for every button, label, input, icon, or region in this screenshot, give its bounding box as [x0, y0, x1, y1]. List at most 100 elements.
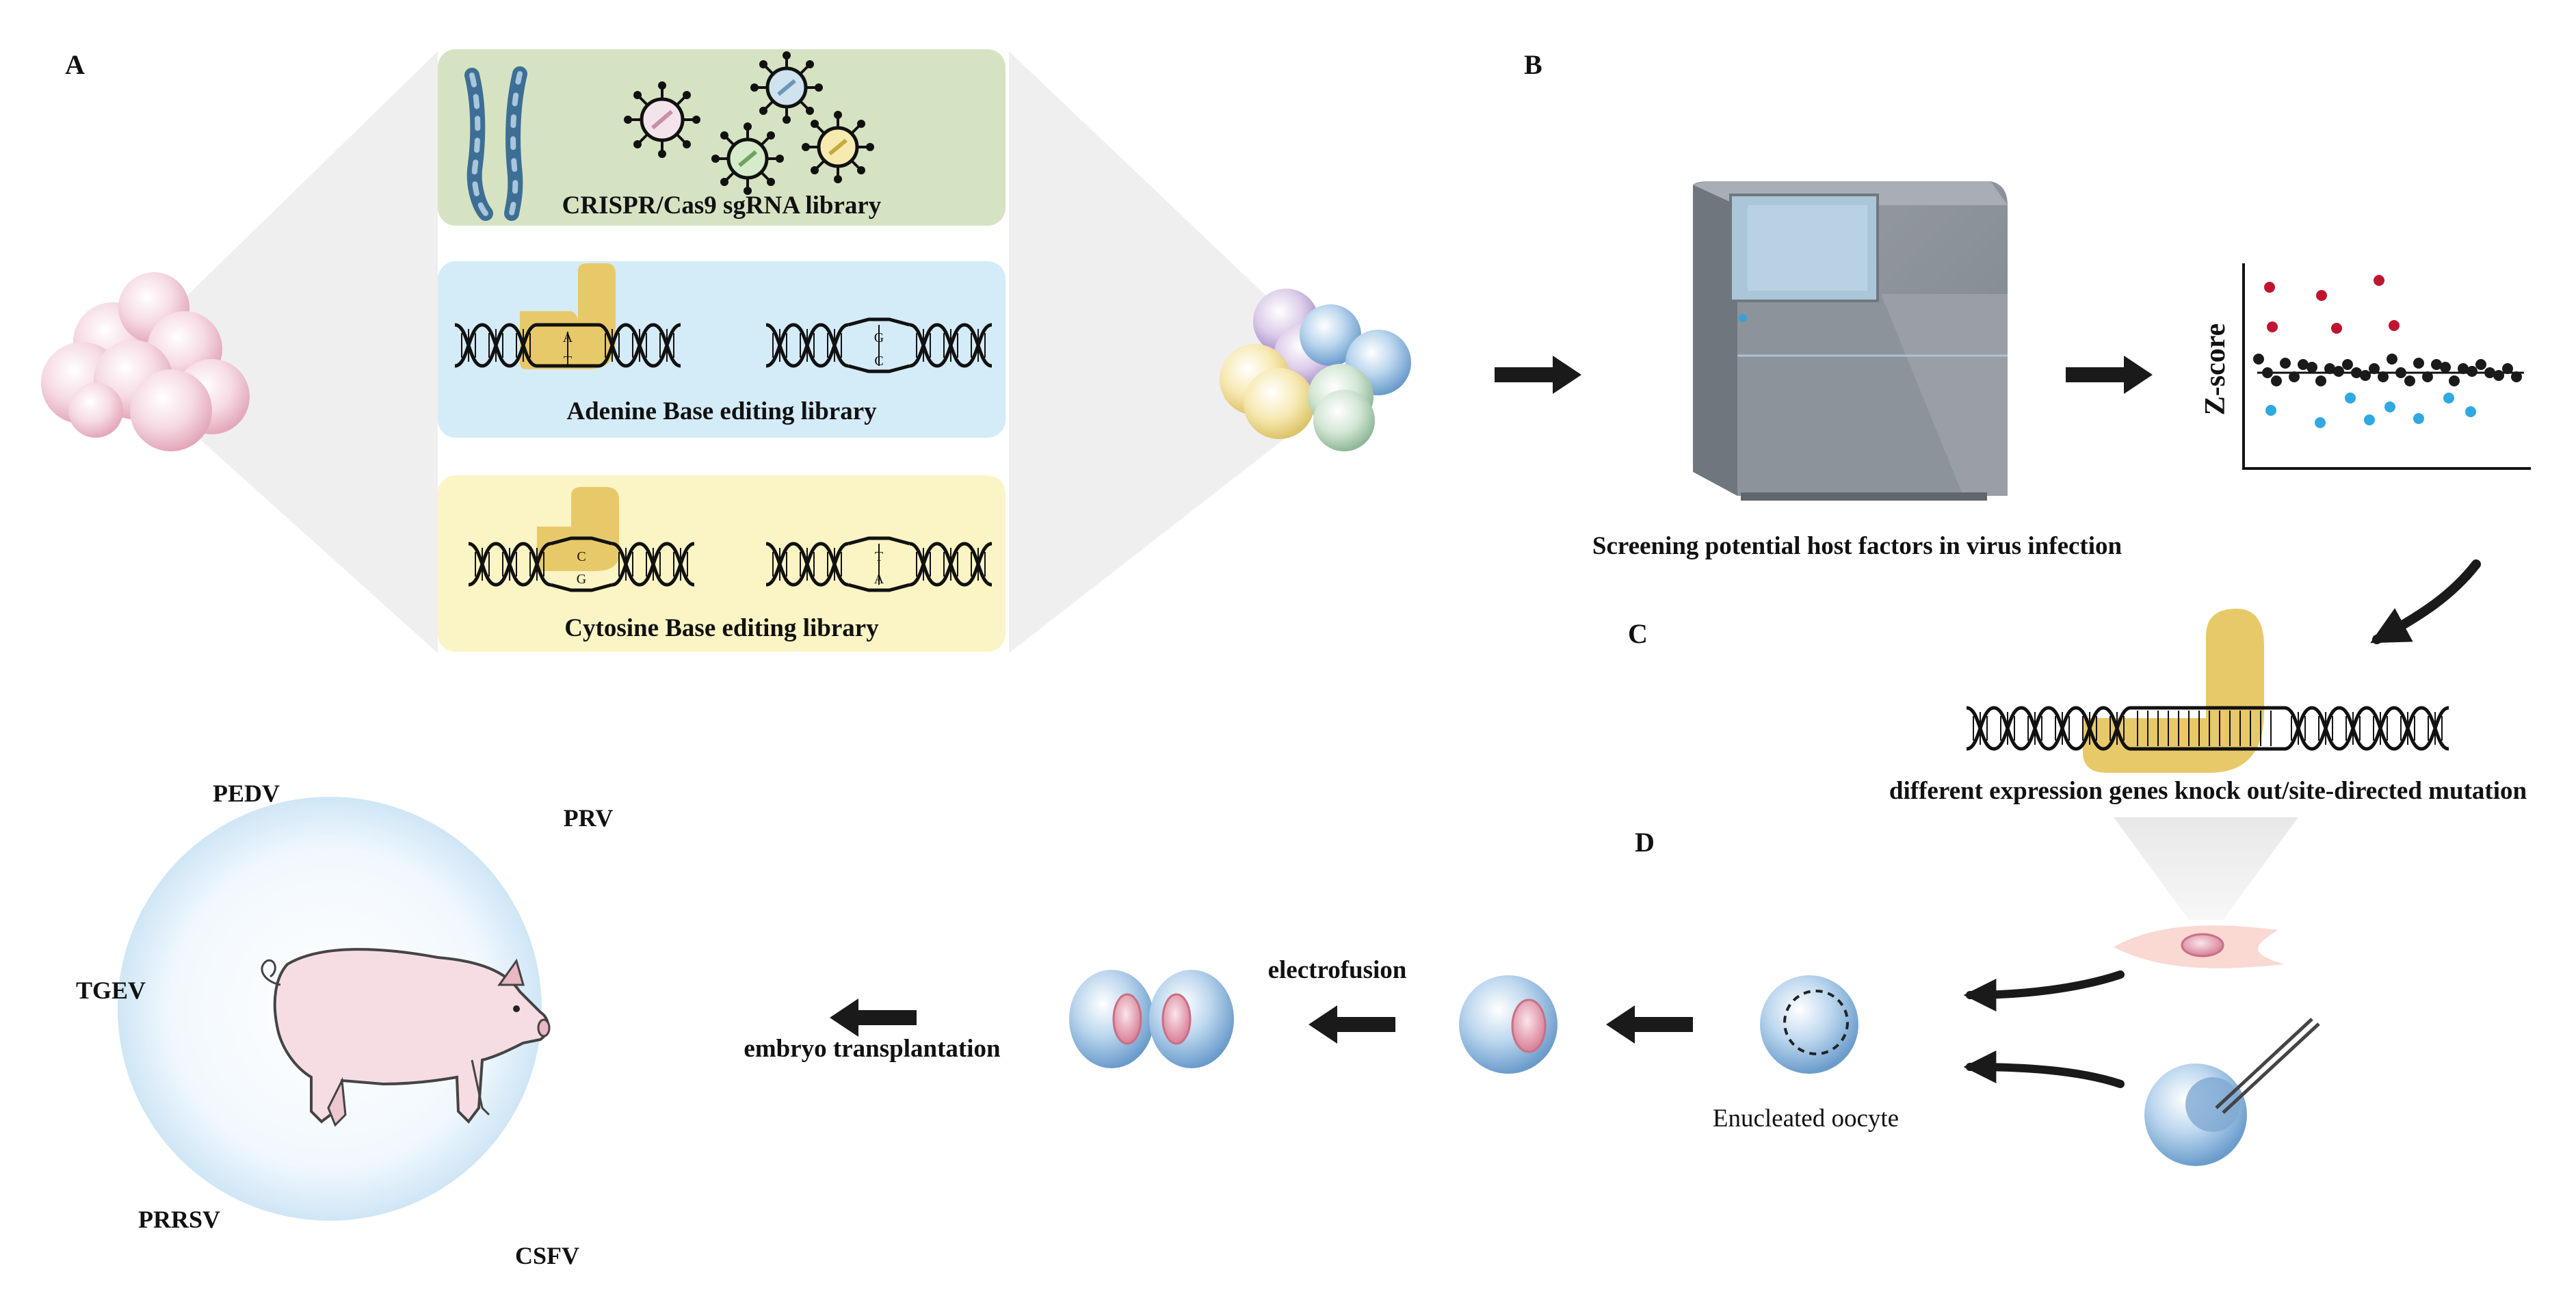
- zscore-dots: [2253, 275, 2522, 428]
- zscore-dot: [2253, 354, 2264, 365]
- arrow-to-mutation: [2370, 559, 2481, 644]
- zscore-dot: [2449, 375, 2460, 386]
- zscore-dot: [2262, 367, 2273, 378]
- zscore-dot: [2440, 362, 2451, 373]
- virus-label-csfv: CSFV: [515, 1242, 579, 1269]
- enucleated-oocyte: [1760, 975, 1858, 1074]
- crispr-library-panel: CRISPR/Cas9 sgRNA library: [438, 49, 1006, 226]
- panel-label-a: A: [65, 49, 85, 80]
- zscore-dot-high: [2316, 290, 2327, 301]
- zscore-dot-low: [2465, 406, 2476, 417]
- zscore-dot: [2413, 358, 2424, 369]
- zscore-dot: [2378, 371, 2389, 382]
- dna-left: [469, 536, 694, 592]
- virus-icon: [802, 111, 874, 183]
- zscore-dot: [2467, 366, 2478, 377]
- cell-cluster-mixed: [1220, 289, 1411, 451]
- virus-label-pedv: PEDV: [213, 780, 280, 807]
- zscore-y-label: Z-score: [2200, 323, 2231, 416]
- zscore-dot: [2493, 370, 2504, 381]
- zscore-dot-high: [2267, 321, 2278, 332]
- zscore-dot-high: [2389, 320, 2400, 331]
- zscore-dot: [2360, 370, 2371, 381]
- zscore-dot: [2404, 375, 2415, 386]
- cbe-left-base-bottom: G: [577, 572, 586, 587]
- panel-label-d: D: [1635, 827, 1655, 858]
- zscore-dot-low: [2443, 393, 2454, 404]
- zscore-dot: [2422, 371, 2433, 382]
- abe-library-label: Adenine Base editing library: [566, 397, 877, 425]
- zscore-dot: [2511, 371, 2522, 382]
- left-funnel-shade: [168, 51, 438, 653]
- zscore-dot: [2280, 358, 2291, 369]
- virus-icon: [750, 51, 823, 124]
- zscore-dot: [2475, 359, 2486, 370]
- abe-right-base-top: G: [874, 330, 884, 345]
- zscore-dot: [2342, 359, 2353, 370]
- cas9-enzyme: [2083, 609, 2264, 773]
- zscore-dot-low: [2413, 413, 2424, 424]
- zscore-dot: [2333, 366, 2344, 377]
- zscore-dot: [2395, 367, 2406, 378]
- somatic-cell: [2114, 925, 2285, 968]
- arrow-step-2: [1309, 1005, 1395, 1044]
- virus-label-tgev: TGEV: [76, 977, 146, 1004]
- zscore-dot: [2484, 367, 2495, 378]
- zscore-dot: [2271, 375, 2282, 386]
- zscore-dot: [2324, 363, 2335, 374]
- zscore-dot-low: [2345, 393, 2356, 404]
- cbe-right-base-bottom: A: [874, 572, 884, 587]
- virus-icon: [624, 81, 700, 158]
- zscore-dot: [2387, 354, 2397, 365]
- dna-right: [766, 317, 992, 373]
- abe-left-base-bottom: T: [564, 354, 572, 369]
- mutation-caption: different expression genes knock out/sit…: [1889, 777, 2527, 805]
- abe-right-base-bottom: C: [874, 354, 883, 369]
- dna-left: [455, 323, 681, 368]
- embryo-transplantation-label: embryo transplantation: [744, 1035, 1001, 1063]
- editing-complex: [1967, 609, 2449, 773]
- arrow-to-screening: [1495, 356, 1581, 394]
- chromosome-icon: [464, 66, 527, 221]
- zscore-dot: [2431, 359, 2442, 370]
- zscore-dot-high: [2331, 323, 2342, 334]
- enucleated-oocyte-label: Enucleated oocyte: [1713, 1105, 1899, 1133]
- pig-icon: [261, 948, 551, 1127]
- cell-cluster-pink: [41, 272, 250, 451]
- zscore-dot: [2351, 367, 2362, 378]
- zscore-dot-low: [2364, 414, 2375, 425]
- base-editor-enzyme: [537, 487, 619, 571]
- reconstructed-embryo: [1459, 975, 1558, 1074]
- arrow-to-zscore: [2066, 356, 2153, 394]
- zscore-plot: Z-score: [2200, 263, 2531, 470]
- abe-left-base-top: A: [563, 330, 573, 345]
- base-editor-enzyme: [520, 263, 616, 369]
- virus-icon: [711, 122, 784, 195]
- oocyte-micropipette: [2144, 1018, 2320, 1166]
- panel-label-c: C: [1628, 618, 1648, 649]
- cbe-left-base-top: C: [577, 549, 586, 564]
- cbe-library-label: Cytosine Base editing library: [564, 614, 879, 642]
- zscore-dot: [2298, 359, 2309, 370]
- virus-label-prrsv: PRRSV: [138, 1206, 220, 1233]
- dna-right: [766, 536, 992, 592]
- two-cell-embryo: [1069, 970, 1234, 1068]
- screening-caption: Screening potential host factors in viru…: [1592, 532, 2122, 560]
- arrow-cell-transfer: [1963, 970, 2125, 1012]
- zscore-dot: [2289, 371, 2300, 382]
- abe-library-panel: A T G C Adenine Base editing library: [438, 261, 1006, 438]
- zoom-funnel: [2114, 817, 2298, 920]
- zscore-dot-low: [2265, 405, 2276, 416]
- sequencer-machine: [1693, 181, 2008, 501]
- cbe-right-base-top: T: [875, 549, 883, 564]
- zscore-dot: [2458, 363, 2469, 374]
- zscore-dot-high: [2374, 275, 2384, 286]
- right-funnel-shade: [1009, 51, 1286, 653]
- arrow-step-3: [830, 999, 917, 1037]
- zscore-dot-high: [2264, 282, 2275, 293]
- crispr-library-label: CRISPR/Cas9 sgRNA library: [562, 191, 882, 220]
- zscore-dot-low: [2384, 401, 2395, 412]
- zscore-dot: [2315, 375, 2326, 386]
- virus-label-prv: PRV: [564, 804, 614, 832]
